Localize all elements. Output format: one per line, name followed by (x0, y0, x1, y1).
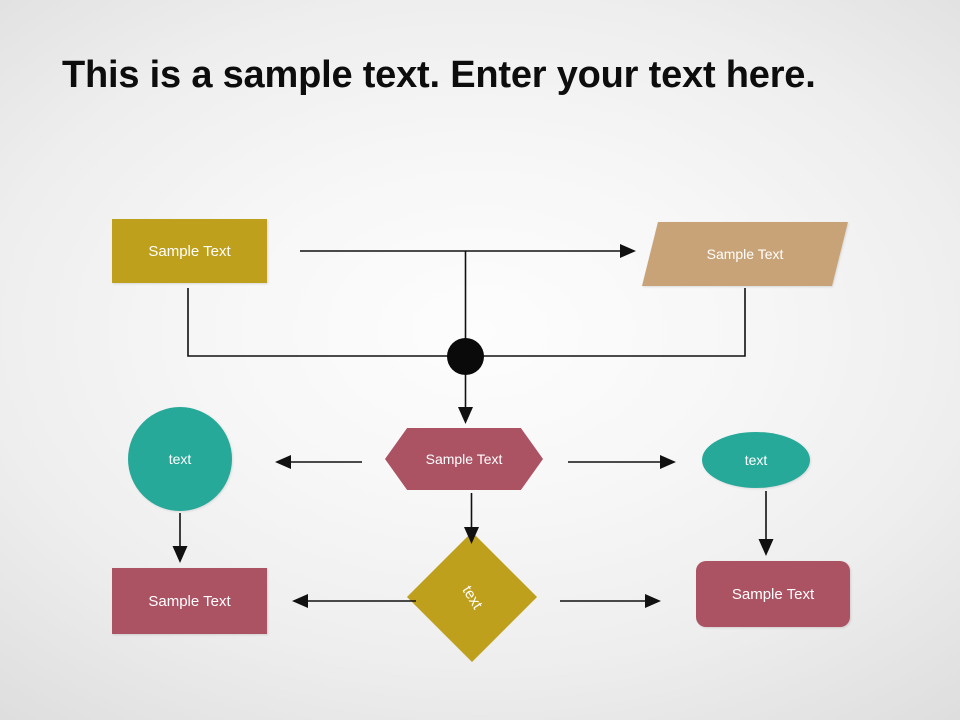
arrowhead-down-to-hexagon (458, 407, 473, 424)
page-title: This is a sample text. Enter your text h… (62, 54, 816, 96)
arrowhead-down-right (758, 539, 774, 556)
arrowhead-left-mid (275, 455, 291, 469)
node-gold-rectangle[interactable]: Sample Text (112, 219, 267, 283)
connector-parallelogram-elbow-to-junction (482, 288, 746, 357)
arrowhead-down-left (172, 546, 188, 563)
junction-node[interactable] (447, 338, 484, 375)
arrowhead-left-bottom (292, 594, 308, 608)
hexagon-fill (385, 428, 543, 490)
arrowhead-right-bottom (645, 594, 661, 608)
connector-goldrect-elbow-to-junction (187, 288, 450, 357)
arrowhead-right-top (620, 244, 636, 258)
arrowhead-right-mid (660, 455, 676, 469)
arrowhead-down-center (464, 527, 479, 544)
node-teal-ellipse[interactable]: text (702, 432, 810, 488)
